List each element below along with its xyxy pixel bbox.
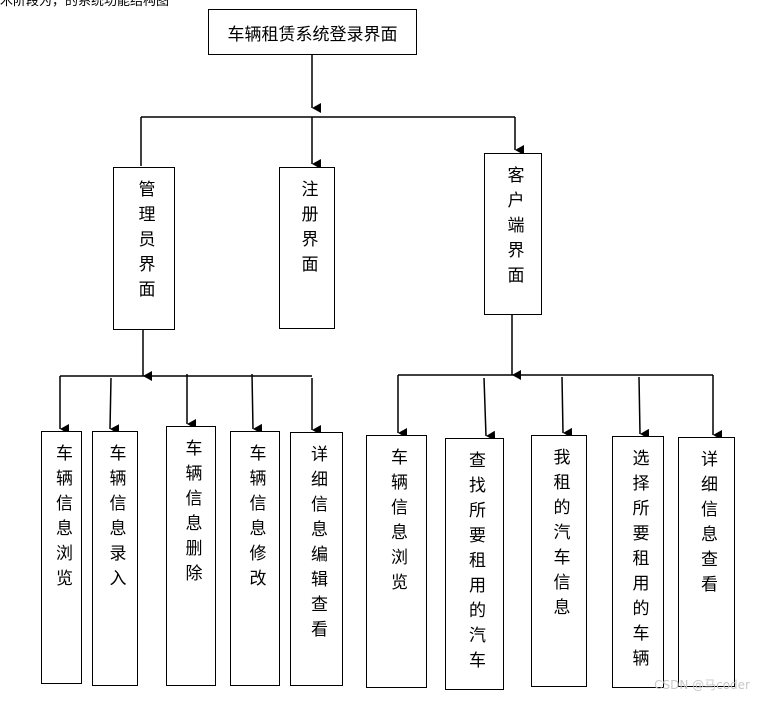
- watermark: CSDN @马coder: [654, 678, 750, 692]
- register-node: 注册界面: [279, 167, 335, 329]
- client-child-label: 查找所要租用的汽车: [465, 451, 485, 676]
- admin-child-detail-edit: 详细信息编辑查看: [290, 432, 343, 686]
- admin-child-delete: 车辆信息删除: [166, 426, 216, 686]
- admin-child-label: 车辆信息删除: [181, 439, 202, 589]
- client-child-search: 查找所要租用的汽车: [445, 438, 504, 690]
- admin-node: 管理员界面: [113, 167, 175, 330]
- edge-admin-c4: [251, 373, 263, 434]
- root-label: 车辆租赁系统登录界面: [227, 24, 398, 45]
- client-child-label: 车辆信息浏览: [387, 448, 407, 598]
- client-label: 客户端界面: [503, 166, 524, 291]
- admin-child-label: 车辆信息录入: [105, 444, 126, 594]
- client-child-label: 我租的汽车信息: [549, 448, 570, 623]
- edge-client-c2: [483, 377, 496, 441]
- client-child-label: 详细信息查看: [697, 450, 717, 600]
- admin-child-label: 详细信息编辑查看: [307, 445, 327, 645]
- top-caption: 木阶段为，的系统功能结构图: [0, 0, 170, 9]
- admin-child-browse: 车辆信息浏览: [41, 431, 82, 684]
- register-label: 注册界面: [297, 180, 318, 280]
- admin-child-label: 车辆信息浏览: [52, 444, 72, 594]
- edge-admin-c2: [109, 377, 120, 435]
- client-child-detail-view: 详细信息查看: [678, 437, 735, 687]
- edge-client-c4: [638, 376, 650, 439]
- root-node: 车辆租赁系统登录界面: [208, 9, 417, 55]
- edge-client-c3: [561, 376, 573, 438]
- admin-child-label: 车辆信息修改: [245, 444, 266, 594]
- admin-child-entry: 车辆信息录入: [92, 431, 138, 686]
- admin-child-modify: 车辆信息修改: [230, 431, 280, 686]
- client-child-select: 选择所要租用的车辆: [612, 436, 664, 688]
- client-node: 客户端界面: [484, 153, 542, 315]
- client-child-label: 选择所要租用的车辆: [628, 449, 649, 674]
- admin-label: 管理员界面: [134, 180, 155, 305]
- client-child-browse: 车辆信息浏览: [366, 435, 427, 688]
- client-child-my-rentals: 我租的汽车信息: [531, 435, 587, 687]
